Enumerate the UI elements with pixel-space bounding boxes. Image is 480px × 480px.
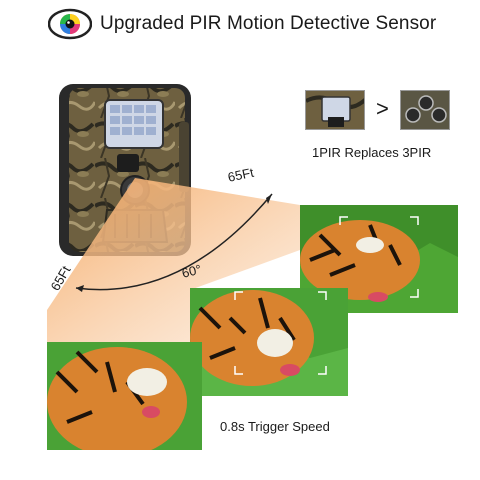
page-title: Upgraded PIR Motion Detective Sensor	[100, 13, 437, 34]
trail-camera	[59, 84, 191, 256]
tiger-photo-3	[47, 342, 202, 450]
eye-icon	[48, 8, 92, 40]
tiger-photo-1	[300, 205, 458, 313]
range-arc-arrow-left	[76, 285, 84, 292]
single-pir-image	[305, 90, 365, 130]
range-arc-arrow-right	[266, 194, 272, 204]
range-label-right: 65Ft	[226, 164, 256, 185]
trigger-speed-label: 0.8s Trigger Speed	[220, 419, 330, 434]
tiger-photo-2	[190, 288, 348, 396]
range-label-left: 65Ft	[47, 263, 74, 294]
pir-comparison-caption: 1PIR Replaces 3PIR	[312, 145, 432, 160]
triple-pir-image	[400, 90, 450, 130]
angle-label: 60°	[180, 261, 203, 281]
greater-than-symbol: >	[376, 96, 389, 121]
